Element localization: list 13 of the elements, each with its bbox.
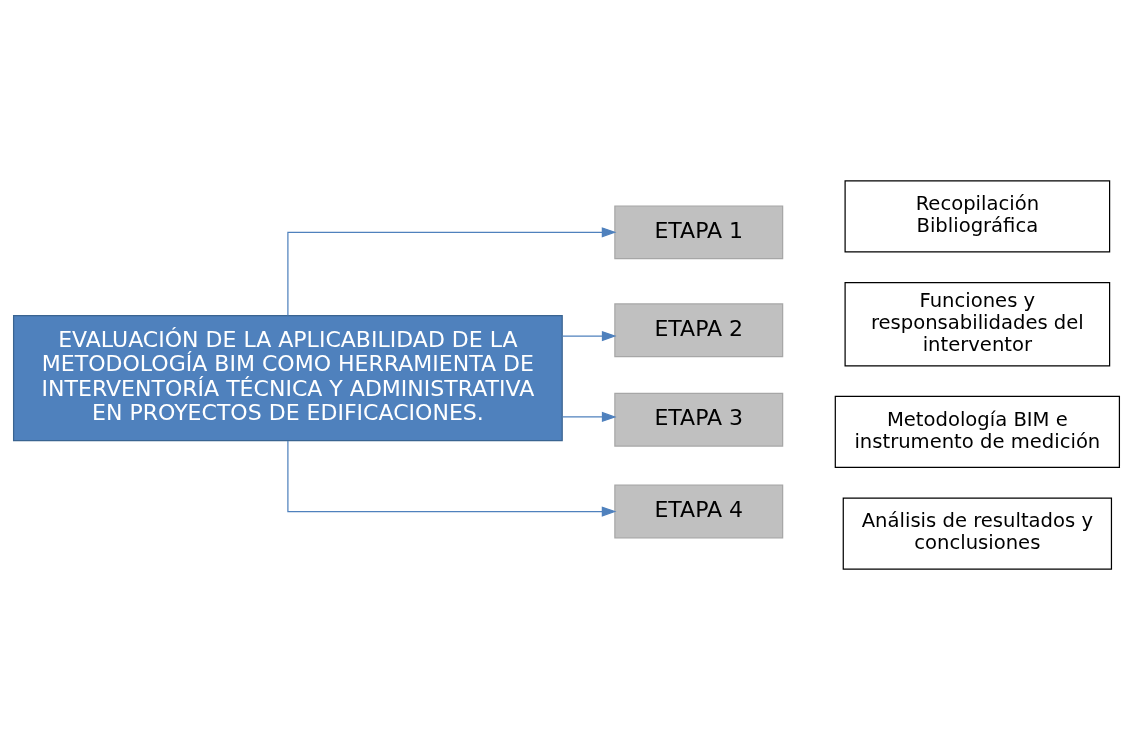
node-box: Metodología BIM e instrumento de medición (834, 395, 1120, 468)
arrow (561, 411, 617, 422)
node-box: ETAPA 2 (614, 302, 784, 357)
node-box: Análisis de resultados y conclusiones (842, 496, 1113, 570)
node-box: ETAPA 1 (614, 204, 784, 259)
arrow (287, 439, 617, 517)
node-box: ETAPA 4 (614, 484, 784, 538)
node-box: Recopilación Bibliográfica (844, 179, 1111, 253)
node-box: Funciones y responsabilidades del interventor (844, 281, 1111, 366)
node-box: EVALUACIÓN DE LA APLICABILIDAD DE LA METODOLOGÍA BIM COMO HERRAMIENTA DE INTERVENTORÍA TÉCNICA Y ADMINISTRATIVA EN PROYECTOS DE EDIFICACIONES. (13, 314, 563, 441)
arrow (561, 330, 617, 341)
node-box: ETAPA 3 (614, 392, 784, 447)
arrow (287, 226, 617, 316)
